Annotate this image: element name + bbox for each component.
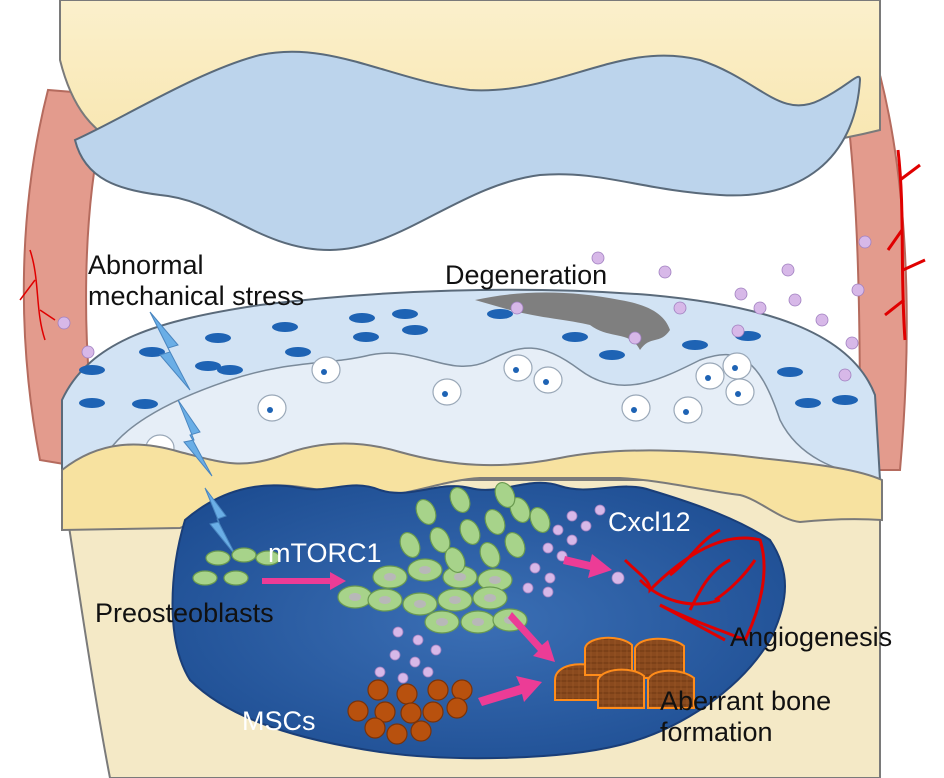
lightning-bolts	[149, 311, 237, 557]
label-preosteoblasts: Preosteoblasts	[95, 598, 274, 628]
upper-cartilage	[73, 50, 862, 252]
degeneration-lesion	[475, 292, 670, 350]
label-aberrant-bone-formation: Aberrant bone formation	[660, 686, 832, 747]
deep-cartilage	[99, 347, 861, 476]
pink-arrows	[262, 554, 612, 706]
aberrant-bone-blocks	[554, 636, 695, 709]
label-mscs: MSCs	[242, 706, 316, 736]
label-mtorc1: mTORC1	[268, 538, 382, 568]
label-abnormal-mechanical-stress: Abnormal mechanical stress	[88, 250, 305, 311]
cxcl12-molecules	[57, 235, 872, 684]
angiogenesis-vessels	[623, 528, 766, 642]
chondrocyte-nuclei	[79, 309, 858, 409]
label-cxcl12: Cxcl12	[608, 507, 691, 537]
label-angiogenesis: Angiogenesis	[730, 622, 893, 652]
msc-cells	[347, 679, 473, 745]
synovial-vessels-right	[884, 149, 926, 341]
synovial-vessels-left	[19, 249, 56, 341]
label-degeneration: Degeneration	[445, 260, 608, 290]
